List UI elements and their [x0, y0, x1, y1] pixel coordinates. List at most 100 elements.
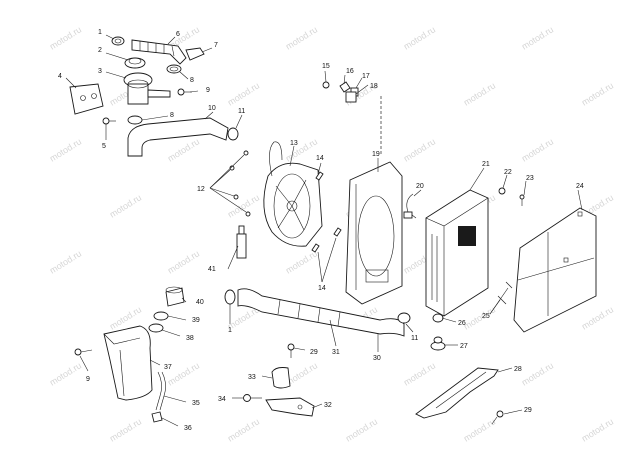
thermostat-housing-part-3: [123, 72, 171, 105]
callout-19: 19: [372, 151, 380, 158]
callout-1-lower: 1: [228, 327, 232, 334]
bypass-hose-part-10: [127, 117, 229, 157]
bolt-part-5: [102, 117, 116, 125]
callout-4: 4: [58, 73, 62, 80]
screw-part-22: [498, 187, 506, 195]
callout-32: 32: [324, 402, 332, 409]
callout-20: 20: [416, 183, 424, 190]
hose-clamp-part-11-lower: [397, 312, 411, 324]
callout-27: 27: [460, 343, 468, 350]
callout-16: 16: [346, 68, 354, 75]
callout-37: 37: [164, 364, 172, 371]
watermark-text: motod.ru: [48, 360, 83, 387]
cooling-fan-part-13: [263, 141, 323, 247]
callout-31: 31: [332, 349, 340, 356]
watermark-text: motod.ru: [226, 80, 261, 107]
callout-15: 15: [322, 63, 330, 70]
gasket-part-39: [153, 311, 169, 321]
bolt-part-9-lower: [74, 348, 93, 356]
hose-clamp-part-11-upper: [227, 127, 239, 141]
watermark-text: motod.ru: [48, 136, 83, 163]
callout-14-lower: 14: [318, 285, 326, 292]
callout-8-upper: 8: [190, 77, 194, 84]
callout-30: 30: [373, 355, 381, 362]
watermark-text: motod.ru: [284, 248, 319, 275]
coolant-reservoir-part-37: [103, 325, 153, 401]
fan-screws-part-12: [229, 150, 251, 217]
watermark-text: motod.ru: [462, 80, 497, 107]
watermark-text: motod.ru: [402, 24, 437, 51]
grille-screen-part-24: [513, 207, 597, 333]
callout-17: 17: [362, 73, 370, 80]
bracket-part-4: [69, 83, 104, 115]
watermark-text: motod.ru: [344, 416, 379, 443]
callout-6: 6: [176, 31, 180, 38]
watermark-text: motod.ru: [48, 248, 83, 275]
callout-22: 22: [504, 169, 512, 176]
callout-8-lower: 8: [170, 112, 174, 119]
watermark-text: motod.ru: [166, 248, 201, 275]
callout-11-lower: 11: [411, 335, 418, 342]
cap-part-26: [432, 313, 444, 323]
watermark-text: motod.ru: [462, 304, 497, 331]
callout-36: 36: [184, 425, 192, 432]
watermark-text: motod.ru: [226, 192, 261, 219]
watermark-text: motod.ru: [166, 136, 201, 163]
wire-connector-part-20: [403, 193, 417, 219]
bolt-part-34: [243, 394, 262, 402]
callout-13: 13: [290, 140, 298, 147]
callout-18: 18: [370, 83, 378, 90]
callout-1-upper: 1: [98, 29, 102, 36]
callout-10: 10: [208, 105, 216, 112]
watermark-text: motod.ru: [580, 304, 615, 331]
watermark-text: motod.ru: [580, 416, 615, 443]
callout-23: 23: [526, 175, 534, 182]
hose-clamp-part-1: [111, 36, 125, 46]
watermark-text: motod.ru: [402, 360, 437, 387]
mounting-bracket-part-28: [415, 367, 499, 419]
bracket-part-32: [265, 397, 315, 417]
corrugated-hose-part-6: [131, 39, 187, 65]
watermark-text: motod.ru: [108, 192, 143, 219]
bolt-part-29-left: [287, 343, 295, 358]
watermark-text: motod.ru: [284, 24, 319, 51]
hose-clamp-part-8-lower: [127, 115, 143, 125]
callout-40: 40: [196, 299, 204, 306]
callout-21: 21: [482, 161, 490, 168]
callout-labels: 1 2 3 4 5 6 7 8 9 8 10 11 12 13 14 14 41…: [58, 29, 584, 432]
callout-29-right: 29: [524, 407, 532, 414]
temp-sensor-part-41: [236, 225, 247, 259]
callout-3: 3: [98, 68, 102, 75]
bolt-part-9-upper: [177, 88, 192, 96]
callout-7: 7: [214, 42, 218, 49]
hose-clamp-part-8: [166, 64, 182, 74]
callout-25: 25: [482, 313, 490, 320]
watermark-text: motod.ru: [580, 80, 615, 107]
pins-part-25: [497, 281, 513, 305]
screw-part-23: [519, 194, 525, 206]
neck-part-38: [148, 323, 164, 333]
filler-cap-part-2: [124, 57, 146, 69]
callout-12: 12: [197, 186, 205, 193]
radiator-part-21: [425, 189, 489, 317]
watermark-text: motod.ru: [402, 136, 437, 163]
fan-clips-part-14: [311, 171, 342, 253]
watermark-text: motod.ru: [48, 24, 83, 51]
bolt-part-29-right: [491, 410, 504, 425]
reservoir-cap-part-40: [165, 286, 185, 307]
callout-38: 38: [186, 335, 194, 342]
watermark-text: motod.ru: [462, 416, 497, 443]
callout-29-left: 29: [310, 349, 318, 356]
callout-28: 28: [514, 366, 522, 373]
callout-33: 33: [248, 374, 256, 381]
callout-41: 41: [208, 266, 216, 273]
radiator-shroud-part-19: [345, 161, 403, 305]
hardware-parts-15-18: [322, 81, 382, 154]
callout-34: 34: [218, 396, 226, 403]
callout-5: 5: [102, 143, 106, 150]
callout-35: 35: [192, 400, 200, 407]
grommet-part-27: [430, 336, 446, 351]
callout-39: 39: [192, 317, 200, 324]
callout-9-upper: 9: [206, 87, 210, 94]
